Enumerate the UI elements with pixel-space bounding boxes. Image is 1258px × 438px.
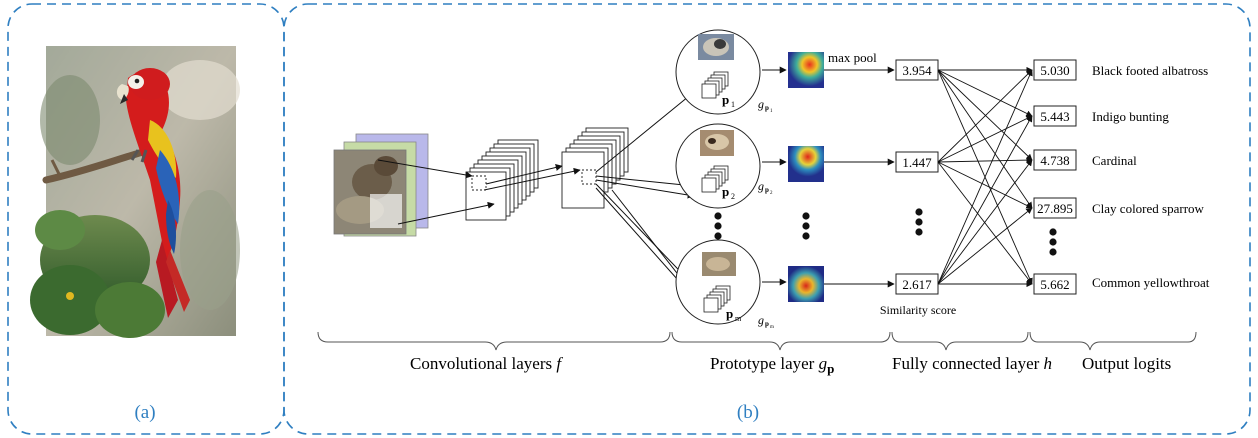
g-p2-sub-2: 2 — [770, 191, 773, 196]
max-pool-label: max pool — [828, 50, 877, 65]
panel-a-label: (a) — [134, 402, 155, 423]
g-p2-sub-p: p — [765, 186, 769, 194]
prototype-m: p m — [675, 239, 761, 325]
g-p1-sub-p: p — [765, 104, 769, 112]
g-pm-label: g — [758, 313, 764, 327]
similarity-score-m: 2.617 — [902, 277, 932, 292]
output-value-4: 27.895 — [1037, 201, 1073, 216]
input-image-stack — [333, 133, 429, 237]
heatmap-2 — [788, 146, 824, 182]
output-value-1: 5.030 — [1040, 63, 1069, 78]
section-braces — [317, 331, 1197, 351]
prototype-2-sub: 2 — [731, 192, 735, 201]
g-p1-label: g — [758, 97, 764, 111]
output-class-1: Black footed albatross — [1092, 63, 1208, 78]
output-value-5: 5.662 — [1040, 277, 1069, 292]
g-pm-sub-p: p — [765, 320, 769, 328]
similarity-boxes: 3.954 1.447 2.617 — [895, 59, 939, 295]
g-p1-sub-1: 1 — [770, 109, 773, 114]
conv-stack-2 — [561, 127, 629, 209]
output-value-3: 4.738 — [1040, 153, 1069, 168]
ellipsis-dots — [714, 208, 1057, 256]
output-class-4: Clay colored sparrow — [1092, 201, 1205, 216]
section-conv-label: Convolutional layers f — [410, 354, 563, 373]
similarity-score-2: 1.447 — [902, 155, 932, 170]
conv-stack-1 — [465, 139, 539, 221]
g-p2-label: g — [758, 179, 764, 193]
section-fc-label: Fully connected layer h — [892, 354, 1052, 373]
panel-b-border — [283, 3, 1251, 435]
output-class-3: Cardinal — [1092, 153, 1137, 168]
parrot-photo — [30, 46, 240, 338]
prototype-m-label: p — [726, 306, 733, 321]
prototype-2: p 2 — [675, 123, 761, 209]
output-value-2: 5.443 — [1040, 109, 1069, 124]
prototype-m-sub: m — [735, 314, 742, 323]
similarity-score-label: Similarity score — [880, 303, 956, 317]
prototype-2-label: p — [722, 184, 729, 199]
fc-connections — [937, 66, 1033, 288]
prototype-1: p 1 — [675, 29, 761, 115]
prototype-1-sub: 1 — [731, 100, 735, 109]
output-boxes: 5.030 Black footed albatross 5.443 Indig… — [1033, 59, 1210, 295]
heatmap-1 — [788, 52, 824, 88]
panel-b-label: (b) — [737, 402, 759, 423]
g-pm-sub-m: m — [770, 325, 774, 330]
output-class-5: Common yellowthroat — [1092, 275, 1210, 290]
prototype-1-label: p — [722, 92, 729, 107]
similarity-score-1: 3.954 — [902, 63, 932, 78]
heatmap-m — [788, 266, 824, 302]
section-proto-label: Prototype layer gp — [710, 354, 834, 376]
output-class-2: Indigo bunting — [1092, 109, 1169, 124]
section-logits-label: Output logits — [1082, 354, 1171, 373]
